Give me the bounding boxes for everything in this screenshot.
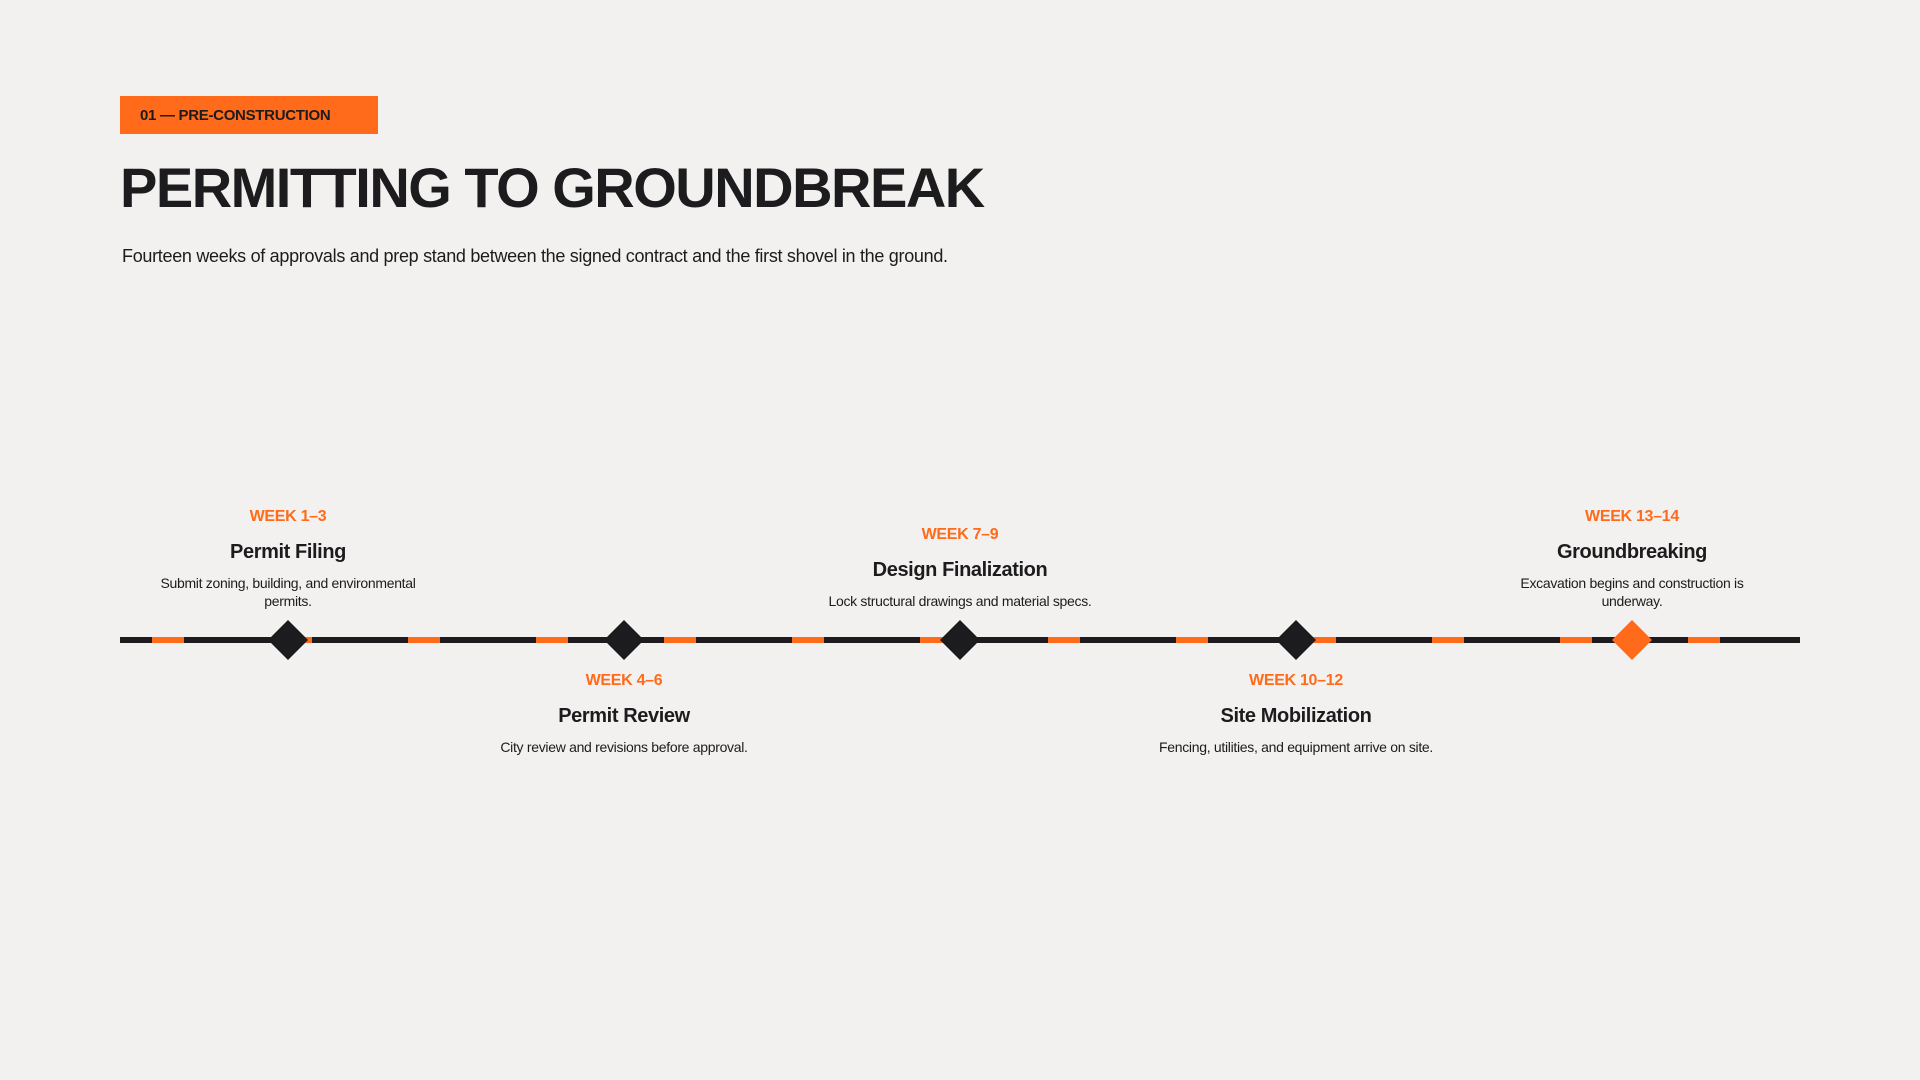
milestone-description: Submit zoning, building, and environment… — [160, 575, 416, 609]
milestone-groundbreaking: WEEK 13–14 Groundbreaking Excavation beg… — [1492, 506, 1772, 610]
milestone-marker — [940, 620, 980, 660]
milestone-title: Design Finalization — [872, 559, 1048, 581]
milestone-design-finalization: WEEK 7–9 Design Finalization Lock struct… — [820, 524, 1100, 610]
milestone-description: City review and revisions before approva… — [500, 739, 748, 755]
milestone-permit-review: WEEK 4–6 Permit Review City review and r… — [484, 670, 764, 756]
milestone-title: Permit Filing — [230, 541, 346, 563]
milestone-week: WEEK 1–3 — [249, 508, 327, 525]
milestone-marker — [1612, 620, 1652, 660]
milestone-title: Site Mobilization — [1220, 705, 1372, 727]
milestone-marker — [268, 620, 308, 660]
page-subtitle: Fourteen weeks of approvals and prep sta… — [122, 246, 948, 266]
milestone-week: WEEK 4–6 — [585, 672, 663, 689]
milestone-description: Lock structural drawings and material sp… — [828, 593, 1092, 609]
milestone-marker — [604, 620, 644, 660]
milestone-title: Groundbreaking — [1557, 541, 1707, 563]
section-tag: 01 — PRE-CONSTRUCTION — [120, 96, 378, 134]
milestone-week: WEEK 13–14 — [1585, 508, 1679, 525]
milestone-site-mobilization: WEEK 10–12 Site Mobilization Fencing, ut… — [1156, 670, 1436, 756]
timeline-markers — [268, 620, 1652, 660]
milestone-week: WEEK 7–9 — [921, 526, 999, 543]
milestone-permit-filing: WEEK 1–3 Permit Filing Submit zoning, bu… — [148, 506, 428, 610]
milestone-description: Excavation begins and construction is un… — [1520, 575, 1744, 609]
milestone-week: WEEK 10–12 — [1249, 672, 1343, 689]
page-title: PERMITTING TO GROUNDBREAK — [120, 156, 985, 219]
milestone-marker — [1276, 620, 1316, 660]
milestone-title: Permit Review — [558, 705, 690, 727]
milestone-description: Fencing, utilities, and equipment arrive… — [1158, 739, 1433, 755]
